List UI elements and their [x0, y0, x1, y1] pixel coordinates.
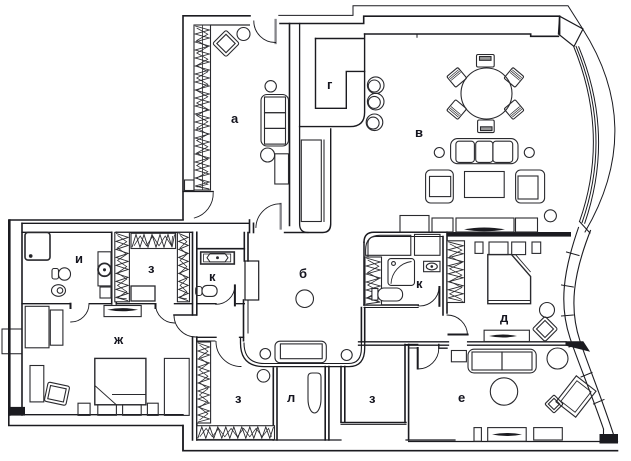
svg-text:ж: ж — [113, 332, 124, 347]
svg-text:з: з — [148, 261, 155, 276]
svg-text:з: з — [369, 391, 376, 406]
svg-text:и: и — [75, 251, 83, 266]
svg-text:е: е — [458, 390, 465, 405]
svg-text:а: а — [231, 111, 239, 126]
svg-text:л: л — [287, 390, 295, 405]
svg-text:к: к — [209, 269, 216, 284]
svg-text:г: г — [327, 77, 333, 92]
svg-text:в: в — [415, 125, 423, 140]
svg-text:д: д — [500, 310, 509, 325]
svg-text:з: з — [235, 391, 242, 406]
svg-text:к: к — [416, 276, 423, 291]
svg-text:б: б — [299, 266, 307, 281]
